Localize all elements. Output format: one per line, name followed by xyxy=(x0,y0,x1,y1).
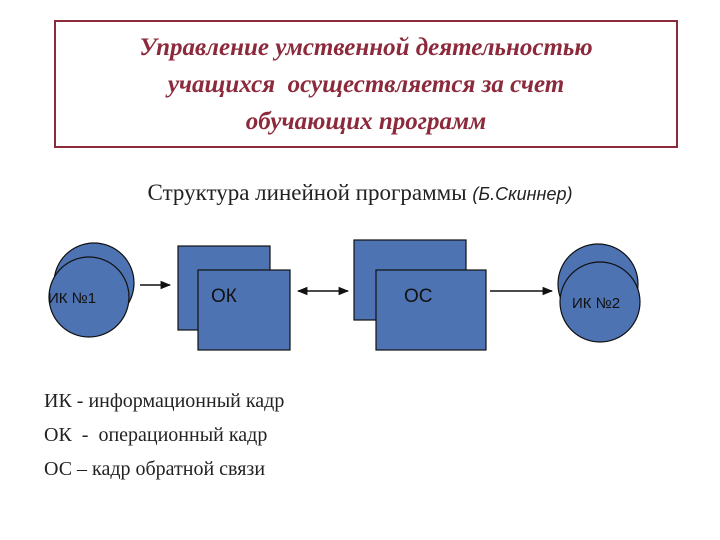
title-line-3: обучающих программ xyxy=(245,107,487,135)
legend: ИК - информационный кадр ОК - операционн… xyxy=(44,384,284,486)
os-front-rect xyxy=(375,269,487,351)
node-os: ОС xyxy=(353,239,487,351)
ik2-front-circle xyxy=(559,261,641,343)
ik1-front-circle xyxy=(48,256,130,338)
subtitle-author: (Б.Скиннер) xyxy=(472,184,573,204)
node-ok: ОК xyxy=(177,245,291,351)
ik2-label: ИК №2 xyxy=(572,295,620,312)
title-line-2: учащихся осуществляется за счет xyxy=(167,70,565,98)
legend-item-os: ОС – кадр обратной связи xyxy=(44,458,266,480)
title-box: Управление умственной деятельностью учащ… xyxy=(54,20,678,148)
ik1-label: ИК №1 xyxy=(48,290,96,307)
os-label: ОС xyxy=(404,286,433,307)
ok-front-rect xyxy=(197,269,291,351)
node-ik2: ИК №2 xyxy=(557,243,641,343)
legend-item-ok: ОК - операционный кадр xyxy=(44,424,268,446)
diagram-subtitle: Структура линейной программы (Б.Скиннер) xyxy=(0,180,720,206)
subtitle-text: Структура линейной программы xyxy=(147,180,473,205)
title-line-1: Управление умственной деятельностью xyxy=(139,33,593,61)
legend-item-ik: ИК - информационный кадр xyxy=(44,390,285,412)
ok-label: ОК xyxy=(211,286,237,307)
node-ik1: ИК №1 xyxy=(48,242,135,338)
